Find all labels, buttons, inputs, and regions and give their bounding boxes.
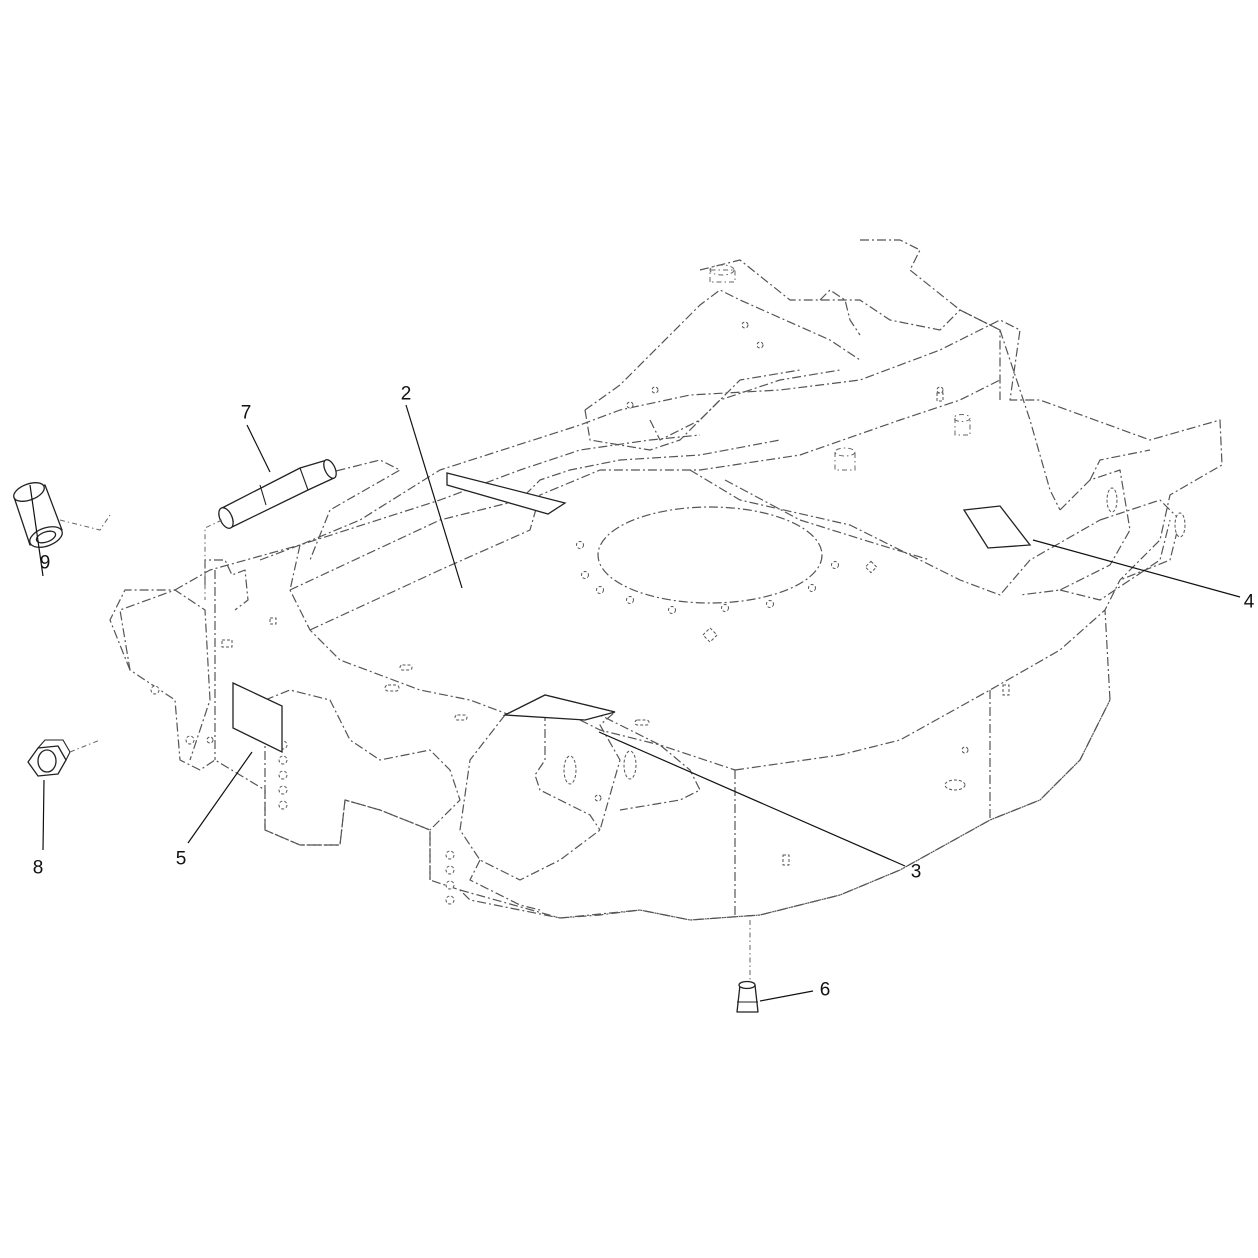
callout-9: 9 [39, 552, 51, 574]
callout-7: 7 [240, 402, 252, 424]
decal-item-4 [962, 505, 1032, 549]
pin-item-7 [204, 459, 337, 600]
decal-item-2 [446, 472, 567, 515]
leader-lines [29, 404, 1241, 1002]
plate-item-3 [502, 694, 616, 721]
frame-holes [150, 321, 1186, 905]
bushing-item-9 [13, 482, 111, 548]
fitting-item-6 [736, 920, 759, 1013]
frame-fittings [709, 264, 971, 471]
nut-item-8 [27, 739, 101, 777]
callout-6: 6 [819, 979, 831, 1001]
callout-3: 3 [910, 861, 922, 883]
callout-4: 4 [1243, 591, 1255, 613]
deck-frame-phantom [109, 239, 1223, 921]
callout-8: 8 [32, 857, 44, 879]
callout-2: 2 [400, 383, 412, 405]
decal-item-5 [232, 681, 283, 754]
callout-5: 5 [175, 848, 187, 870]
